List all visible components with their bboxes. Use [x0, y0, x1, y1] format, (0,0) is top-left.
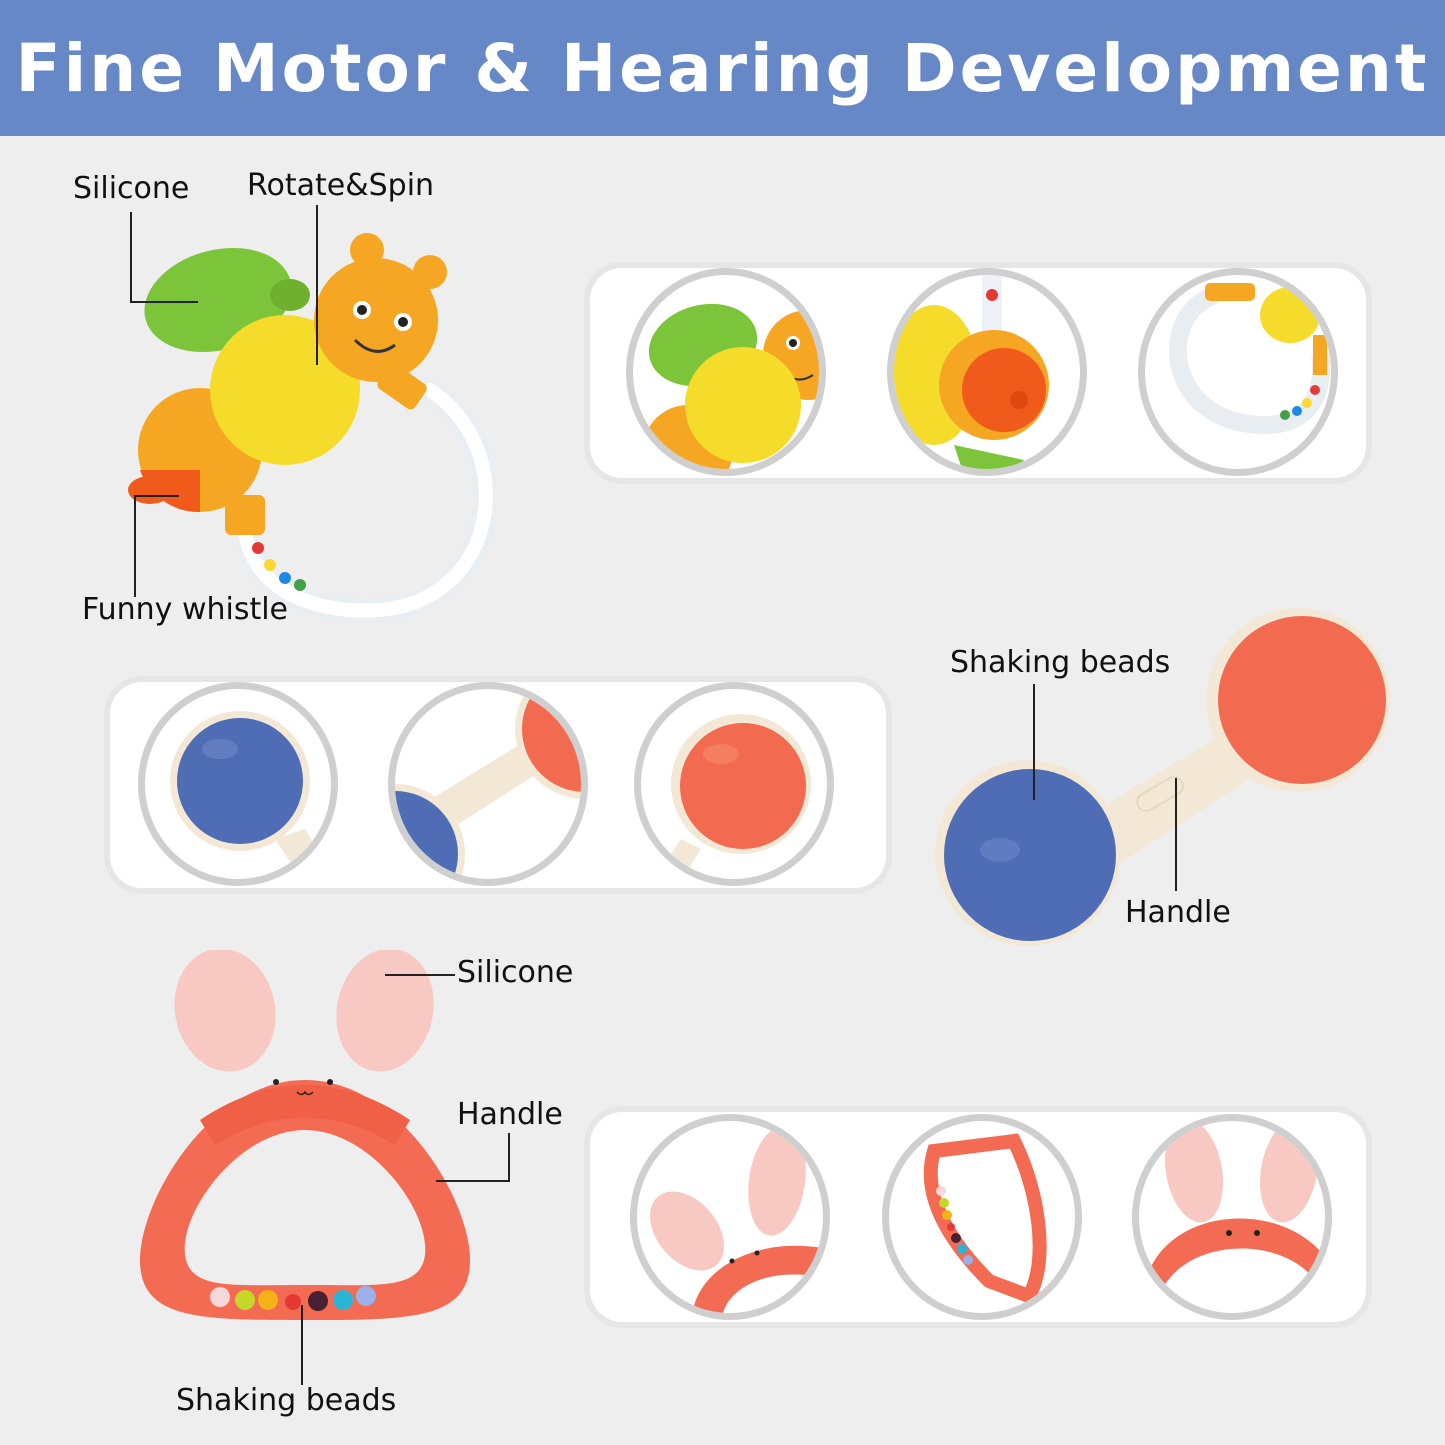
dumbbell-rattle-image [935, 608, 1390, 946]
callout-shaking-beads: Shaking beads [950, 645, 1171, 680]
callout-silicone: Silicone [73, 171, 190, 206]
detail-view-blue-end [138, 682, 338, 886]
callout-line [316, 205, 318, 365]
bunny-rattle-image [140, 950, 470, 1320]
detail-view-handle [388, 682, 588, 886]
callout-rotate-spin: Rotate&Spin [247, 168, 435, 203]
bee-rattle-image [128, 233, 499, 624]
callout-funny-whistle: Funny whistle [82, 592, 289, 627]
callout-line [436, 1180, 510, 1182]
callout-line [1175, 778, 1177, 891]
callout-line [1033, 684, 1035, 800]
callout-shaking-beads: Shaking beads [176, 1383, 397, 1418]
title-banner: Fine Motor & Hearing Development [0, 0, 1445, 136]
callout-line [134, 495, 136, 597]
detail-view-ring [1138, 268, 1338, 476]
detail-view-bee-wing [626, 268, 826, 476]
callout-line [385, 974, 455, 976]
detail-view-bunny-ears [630, 1114, 830, 1320]
detail-view-whistle [887, 268, 1087, 476]
callout-handle: Handle [457, 1097, 563, 1132]
callout-line [134, 495, 179, 497]
callout-silicone: Silicone [457, 955, 574, 990]
bee-detail-panel [590, 268, 1366, 478]
detail-view-coral-end [634, 682, 834, 886]
page-title: Fine Motor & Hearing Development [15, 29, 1430, 107]
callout-handle: Handle [1125, 895, 1231, 930]
callout-line [130, 212, 132, 302]
detail-view-bunny-face [1132, 1114, 1332, 1320]
dumbbell-detail-panel [110, 682, 886, 888]
callout-line [301, 1305, 303, 1385]
detail-view-bunny-ring [882, 1114, 1082, 1320]
callout-line [130, 301, 198, 303]
bunny-detail-panel [590, 1112, 1366, 1322]
callout-line [508, 1133, 510, 1181]
